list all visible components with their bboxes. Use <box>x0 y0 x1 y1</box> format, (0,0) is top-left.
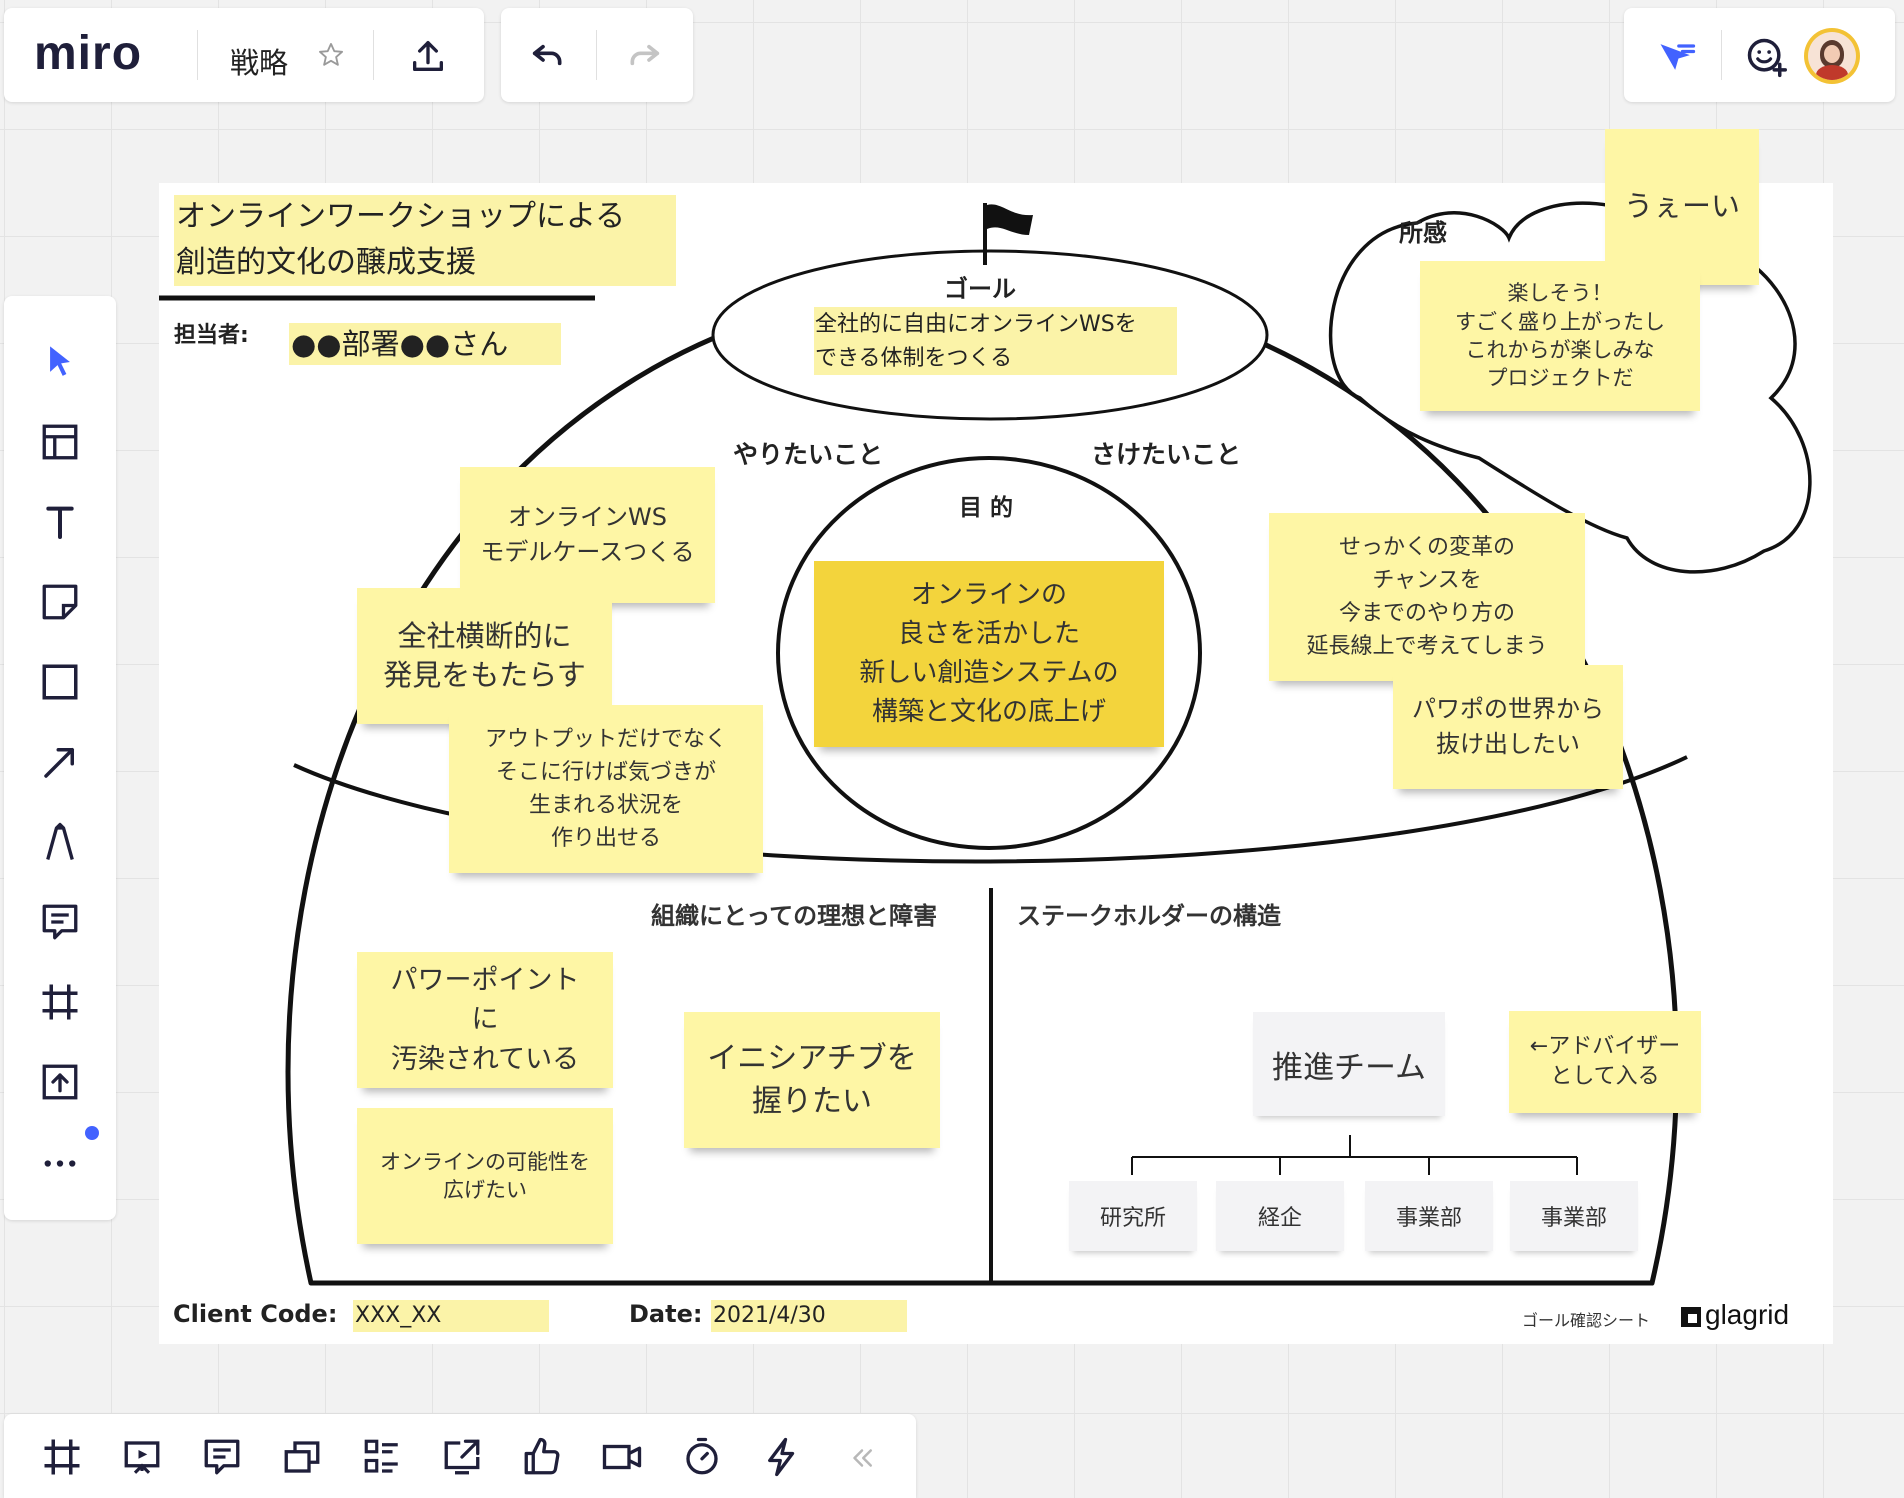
kanban-icon[interactable] <box>356 1432 408 1482</box>
board-name[interactable]: 戦略 <box>230 46 289 80</box>
goal-line1[interactable]: 全社的に自由にオンラインWSを <box>815 312 1137 337</box>
sticky-escape-powerpoint[interactable]: パワポの世界から抜け出したい <box>1393 665 1623 789</box>
org-root-promotion-team[interactable]: 推進チーム <box>1253 1012 1445 1116</box>
ideal-obstacle-label: 組織にとっての理想と障害 <box>651 902 938 930</box>
top-right-panel <box>1624 8 1895 102</box>
date-highlight <box>711 1300 907 1332</box>
bottom-toolbar <box>4 1414 916 1498</box>
select-cursor-icon[interactable] <box>34 336 86 388</box>
footer-sheet-name: ゴール確認シート <box>1522 1311 1651 1330</box>
goal-line2[interactable]: できる体制をつくる <box>815 346 1013 371</box>
text-icon[interactable] <box>34 496 86 548</box>
sticky-purpose[interactable]: オンラインの良さを活かした新しい創造システムの構築と文化の底上げ <box>814 561 1164 747</box>
client-code-highlight <box>353 1300 549 1332</box>
undo-icon[interactable] <box>525 32 571 78</box>
owner-value[interactable]: ●●部署●●さん <box>291 327 509 361</box>
goal-highlight <box>814 307 1177 375</box>
sheet-title-line2[interactable]: 創造的文化の醸成支援 <box>176 245 476 280</box>
collapse-icon[interactable] <box>840 1436 884 1480</box>
arrow-connector-icon[interactable] <box>34 736 86 788</box>
avoid-label: さけたいこと <box>1091 440 1242 469</box>
sticky-impression[interactable]: 楽しそう！すごく盛り上がったしこれからが楽しみなプロジェクトだ <box>1420 261 1700 411</box>
notification-dot <box>85 1126 99 1140</box>
footer-brand: glagrid <box>1705 1299 1790 1330</box>
glagrid-logo-icon <box>1680 1306 1702 1328</box>
title-highlight <box>174 195 676 286</box>
left-toolbar <box>4 296 116 1220</box>
sticky-powerpoint-polluted[interactable]: パワーポイントに汚染されている <box>357 952 613 1088</box>
org-child-division-1[interactable]: 事業部 <box>1365 1181 1493 1251</box>
timer-icon[interactable] <box>676 1432 728 1482</box>
top-left-panel: miro 戦略 <box>4 8 484 102</box>
upload-icon[interactable] <box>406 34 450 78</box>
frames-icon[interactable] <box>36 1432 88 1482</box>
miro-logo[interactable]: miro <box>34 27 143 80</box>
goal-sheet[interactable]: オンラインワークショップによる 創造的文化の醸成支援 担当者: ●●部署●●さん… <box>159 129 1833 1344</box>
org-child-division-2[interactable]: 事業部 <box>1510 1181 1638 1251</box>
video-icon[interactable] <box>596 1432 648 1482</box>
cards-icon[interactable] <box>276 1432 328 1482</box>
undo-redo-panel <box>501 8 693 102</box>
avatar[interactable] <box>1804 28 1860 84</box>
org-child-planning[interactable]: 経企 <box>1216 1181 1344 1251</box>
cursor-flag-icon[interactable] <box>1654 34 1700 80</box>
goal-label: ゴール <box>944 275 1016 303</box>
upload-file-icon[interactable] <box>34 1056 86 1108</box>
shape-icon[interactable] <box>34 656 86 708</box>
impression-label: 所感 <box>1399 219 1447 247</box>
share-screen-icon[interactable] <box>436 1432 488 1482</box>
sheet-title-line1[interactable]: オンラインワークショップによる <box>176 199 626 234</box>
stakeholder-structure-label: ステークホルダーの構造 <box>1017 902 1281 930</box>
sticky-output[interactable]: アウトプットだけでなくそこに行けば気づきが生まれる状況を作り出せる <box>449 705 763 873</box>
purpose-label: 目 的 <box>959 495 1014 521</box>
date-label: Date: <box>629 1300 703 1328</box>
lightning-icon[interactable] <box>756 1432 808 1482</box>
sticky-change-chance[interactable]: せっかくの変革のチャンスを今までのやり方の延長線上で考えてしまう <box>1269 513 1585 681</box>
date-value[interactable]: 2021/4/30 <box>713 1303 826 1328</box>
templates-icon[interactable] <box>34 416 86 468</box>
chat-icon[interactable] <box>196 1432 248 1482</box>
client-code-value[interactable]: XXX_XX <box>355 1303 442 1328</box>
sticky-advisor[interactable]: ←アドバイザーとして入る <box>1509 1011 1701 1113</box>
owner-highlight <box>289 323 561 365</box>
star-icon[interactable] <box>314 38 348 72</box>
vote-icon[interactable] <box>516 1432 568 1482</box>
owner-label: 担当者: <box>174 323 249 348</box>
pen-icon[interactable] <box>34 816 86 868</box>
org-child-lab[interactable]: 研究所 <box>1069 1181 1197 1251</box>
frame-icon[interactable] <box>34 976 86 1028</box>
comment-icon[interactable] <box>34 896 86 948</box>
presentation-icon[interactable] <box>116 1432 168 1482</box>
more-icon[interactable] <box>34 1134 86 1186</box>
client-code-label: Client Code: <box>173 1300 338 1328</box>
sticky-uee[interactable]: うぇーい <box>1605 129 1759 285</box>
add-reaction-icon[interactable] <box>1742 34 1790 80</box>
redo-icon[interactable] <box>621 32 667 78</box>
sticky-note-icon[interactable] <box>34 576 86 628</box>
sticky-online-possibility[interactable]: オンラインの可能性を広げたい <box>357 1108 613 1244</box>
want-label: やりたいこと <box>733 440 884 469</box>
sticky-cross-company[interactable]: 全社横断的に発見をもたらす <box>357 588 612 724</box>
sticky-initiative[interactable]: イニシアチブを握りたい <box>684 1012 940 1148</box>
